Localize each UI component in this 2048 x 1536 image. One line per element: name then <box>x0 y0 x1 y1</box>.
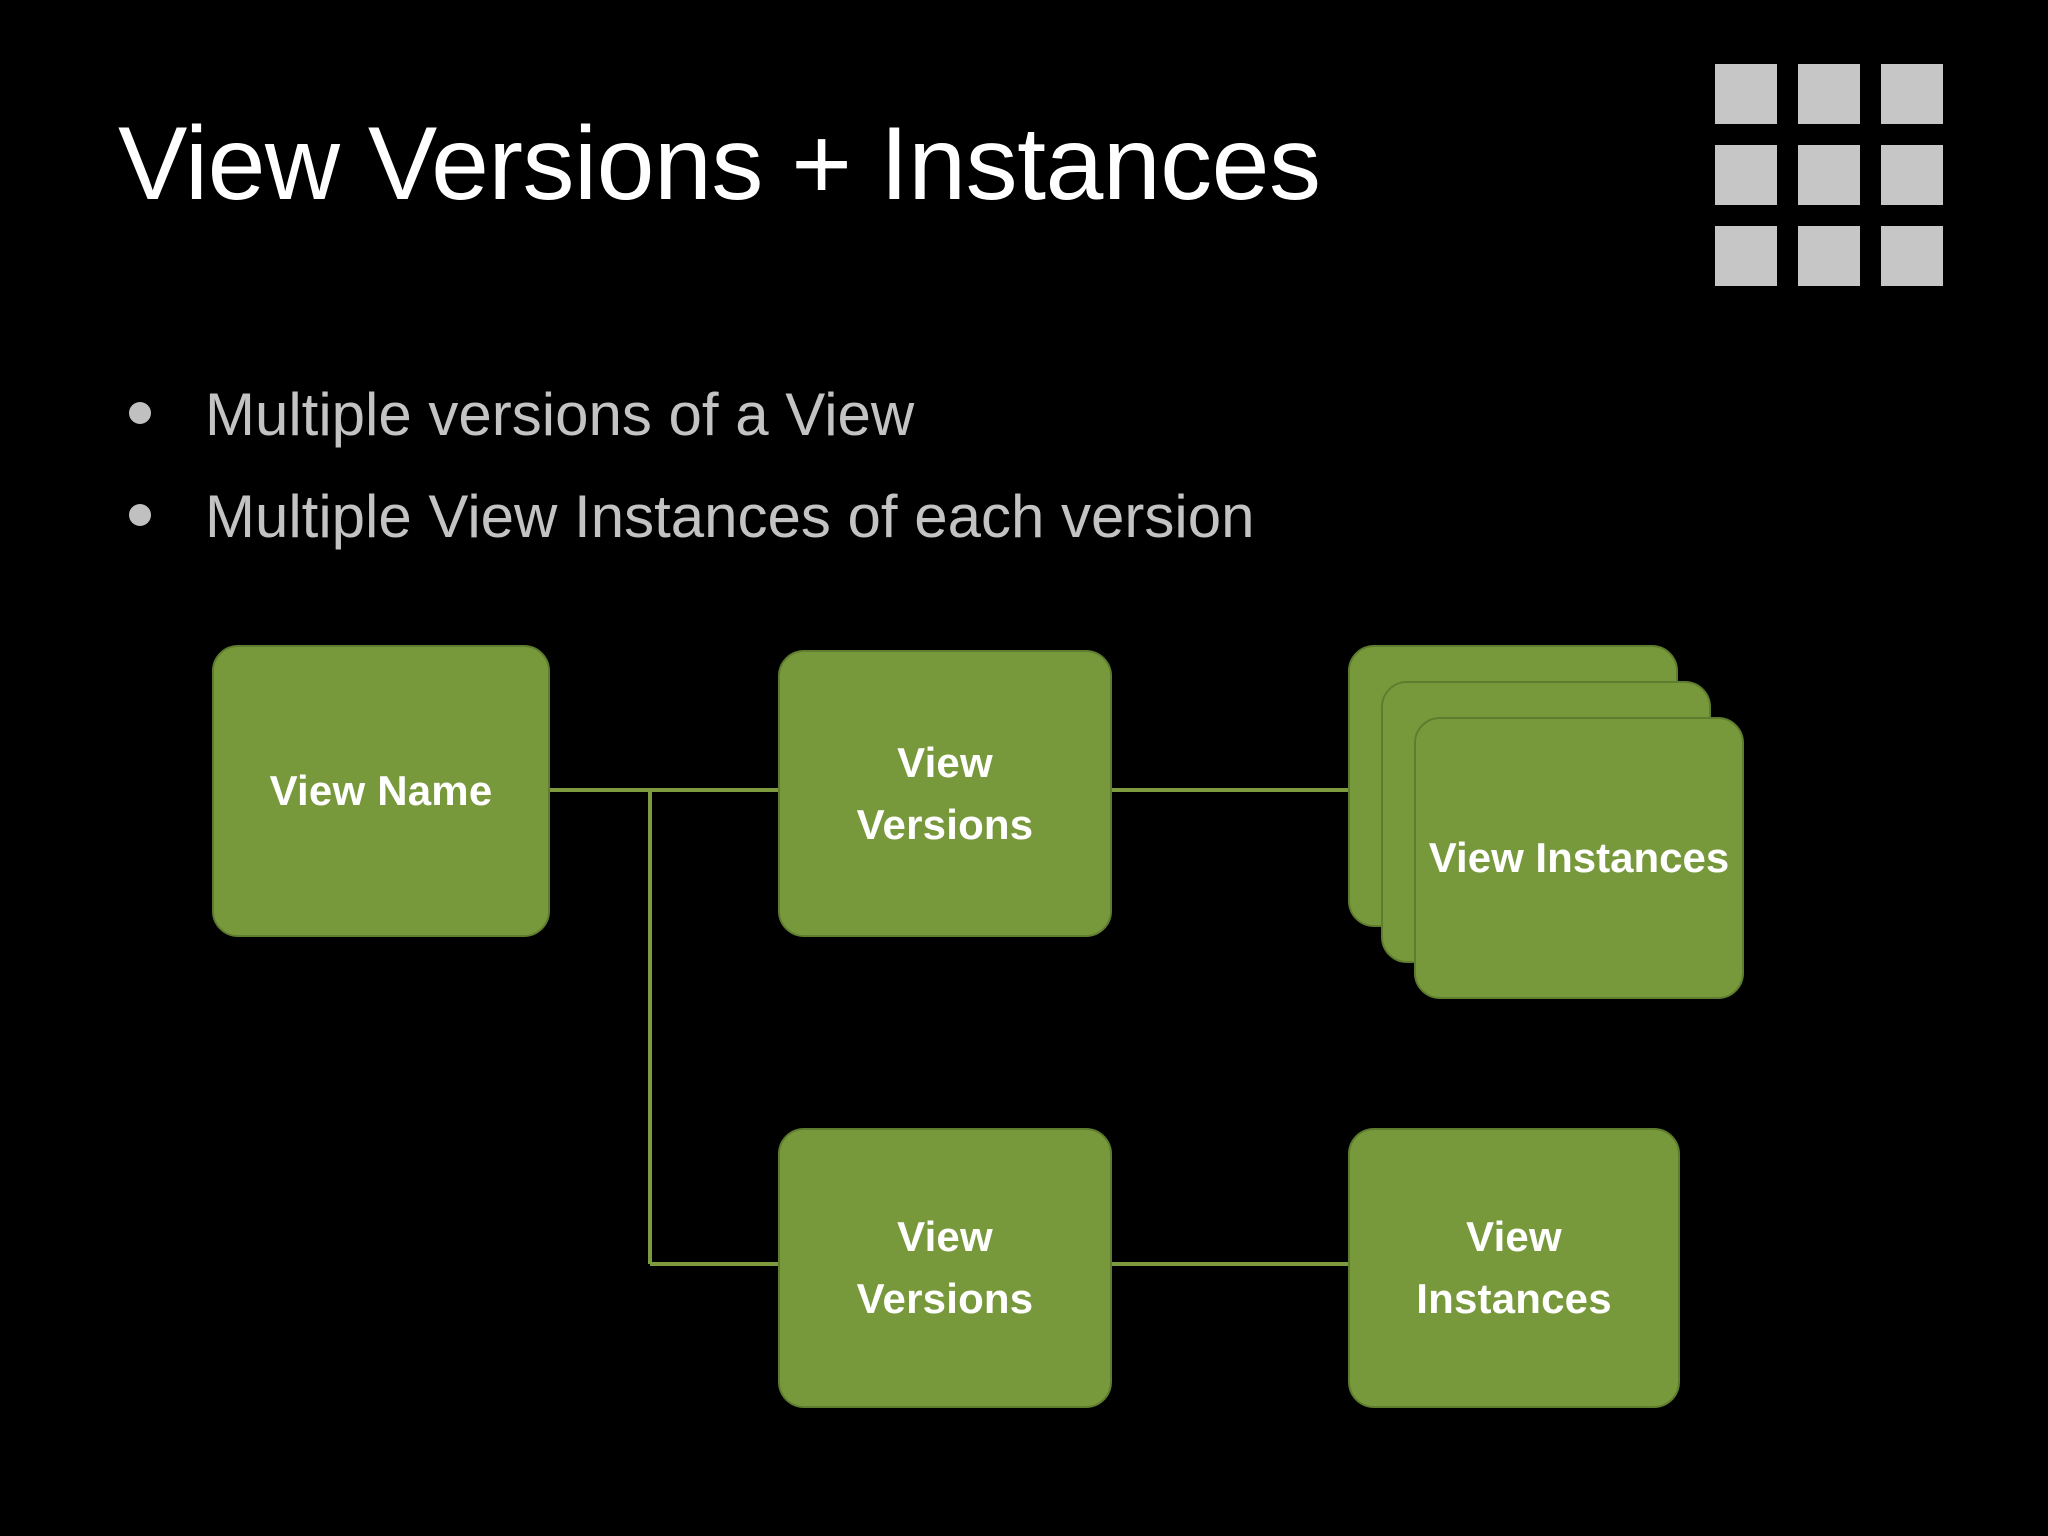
node-view-versions-bottom-label: View Versions <box>856 1213 1034 1322</box>
bullet-dot-icon <box>129 504 151 526</box>
grid-logo-cell <box>1715 226 1777 286</box>
node-view-instances-bottom[interactable]: View Instances <box>1348 1128 1680 1408</box>
bullet-list: Multiple versions of a View Multiple Vie… <box>120 380 1620 584</box>
node-view-versions-top-label: View Versions <box>856 738 1034 848</box>
grid-logo-cell <box>1715 64 1777 124</box>
node-view-instances-top-label: View Instances <box>1428 834 1730 881</box>
list-item: Multiple View Instances of each version <box>120 482 1620 584</box>
node-view-name[interactable]: View Name <box>212 645 550 937</box>
grid-logo-cell <box>1715 145 1777 205</box>
grid-logo-cell <box>1881 226 1943 286</box>
grid-logo-cell <box>1881 145 1943 205</box>
grid-logo-cell <box>1798 64 1860 124</box>
bullet-text: Multiple versions of a View <box>205 381 915 448</box>
bullet-dot-icon <box>129 402 151 424</box>
page-title: View Versions + Instances <box>118 106 1321 222</box>
node-view-instances-stack[interactable]: View Instances <box>1348 645 1748 1015</box>
bullet-text: Multiple View Instances of each version <box>205 483 1255 550</box>
grid-logo-cell <box>1881 64 1943 124</box>
list-item: Multiple versions of a View <box>120 380 1620 482</box>
grid-logo-cell <box>1798 226 1860 286</box>
node-view-versions-bottom[interactable]: View Versions <box>778 1128 1112 1408</box>
node-view-instances-bottom-label: View Instances <box>1416 1213 1612 1322</box>
node-view-versions-top[interactable]: View Versions <box>778 650 1112 937</box>
node-view-name-label: View Name <box>269 767 493 814</box>
stack-card-front[interactable]: View Instances <box>1414 717 1744 999</box>
grid-logo <box>1715 64 1943 286</box>
grid-logo-cell <box>1798 145 1860 205</box>
